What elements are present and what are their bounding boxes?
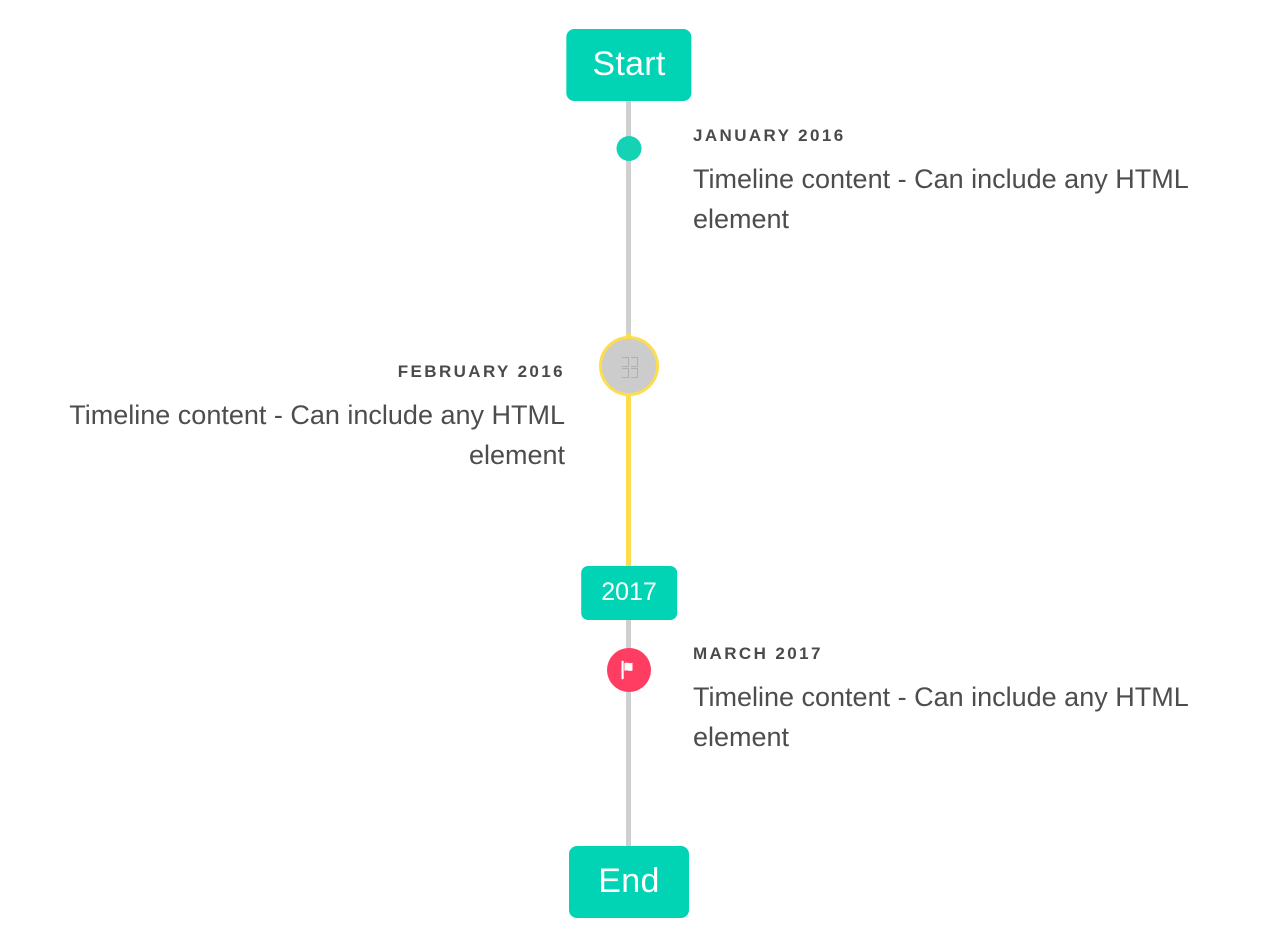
timeline-entry-content: FEBRUARY 2016 Timeline content - Can inc… [40, 362, 565, 475]
timeline-start-badge[interactable]: Start [566, 29, 692, 101]
timeline-entry-content: MARCH 2017 Timeline content - Can includ… [693, 644, 1218, 757]
timeline-axis-highlight [626, 333, 631, 566]
timeline-year-badge[interactable]: 2017 [581, 566, 677, 620]
tofu-placeholder-icon [621, 356, 638, 378]
timeline-end-badge[interactable]: End [569, 846, 689, 918]
timeline-entry-body: Timeline content - Can include any HTML … [693, 164, 1188, 234]
timeline-entry-body: Timeline content - Can include any HTML … [693, 682, 1188, 752]
timeline-entry-date: FEBRUARY 2016 [397, 362, 565, 381]
missing-glyph-icon[interactable] [599, 336, 659, 396]
timeline-axis-upper [626, 94, 631, 337]
dot-icon[interactable] [616, 136, 642, 161]
timeline-entry-body: Timeline content - Can include any HTML … [69, 400, 565, 470]
timeline-entry-content: JANUARY 2016 Timeline content - Can incl… [693, 126, 1218, 239]
timeline-entry-date: MARCH 2017 [693, 644, 823, 663]
timeline-entry-date: JANUARY 2016 [693, 126, 846, 145]
flag-icon[interactable] [607, 648, 651, 692]
timeline-axis-lower [626, 613, 631, 853]
